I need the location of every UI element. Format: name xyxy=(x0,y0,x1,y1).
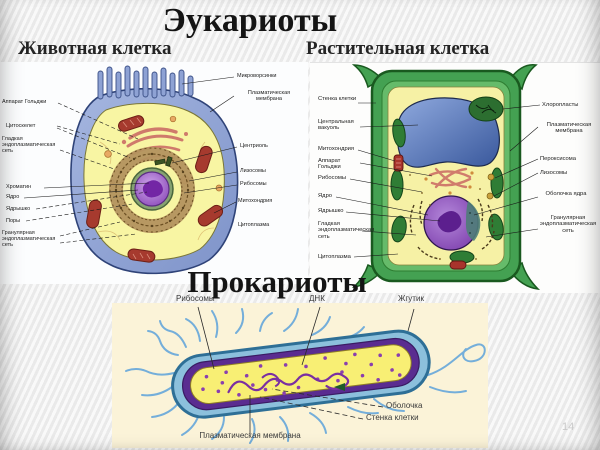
label-central-vacuole: Центральная вакуоль xyxy=(318,119,354,132)
label-golgi-apparatus: Аппарат Гольджи xyxy=(2,99,47,105)
label-mitochondria: Митохондрия xyxy=(238,198,273,204)
label-microvilli: Микроворсинки xyxy=(237,73,277,79)
label-chloroplasts: Хлоропласты xyxy=(542,102,579,108)
label-envelope: Оболочка xyxy=(386,401,423,410)
bacterium-illustration xyxy=(125,306,486,444)
label-nuclear-envelope: Оболочка ядра xyxy=(545,191,587,197)
label-pores: Поры xyxy=(6,218,21,224)
label-nucleus: Ядро xyxy=(318,193,333,199)
label-mitochondria: Митохондрия xyxy=(318,146,355,152)
label-nucleolus: Ядрышко xyxy=(6,206,31,212)
label-rough-er: Гранулярная эндоплазматическая сеть xyxy=(539,215,597,234)
plant-cell-heading: Растительная клетка xyxy=(306,38,490,59)
prokaryotes-title: Прокариоты xyxy=(187,264,367,299)
label-smooth-er: Гладкая эндоплазматическая сеть xyxy=(318,221,375,240)
label-cytoplasm: Цитоплазма xyxy=(238,222,270,228)
page-number: 14 xyxy=(562,421,575,433)
label-ribosomes: Рибосомы xyxy=(240,181,267,187)
label-smooth-er: Гладкая эндоплазматическая сеть xyxy=(2,136,56,155)
label-cytoskeleton: Цитоскелет xyxy=(6,123,36,129)
label-lysosomes: Лизосомы xyxy=(540,170,568,176)
label-plasma-membrane: Плазматическая мембрана xyxy=(546,122,592,135)
label-cytoplasm: Цитоплазма xyxy=(318,254,351,260)
label-plasma-membrane: Плазматическая мембрана xyxy=(199,431,301,440)
label-rough-er: Гранулярная эндоплазматическая сеть xyxy=(2,230,56,249)
label-plasma-membrane: Плазматическая мембрана xyxy=(247,90,291,103)
label-chromatin: Хроматин xyxy=(6,184,32,190)
eukaryotes-title: Эукариоты xyxy=(162,2,338,39)
label-ribosomes: Рибосомы xyxy=(318,175,346,181)
plant-cell-figure: Стенка клетки Центральная вакуоль Митохо… xyxy=(310,62,600,293)
label-centriole: Центриоль xyxy=(240,143,268,149)
label-peroxisome: Пероксисома xyxy=(540,156,576,162)
label-nucleolus: Ядрышко xyxy=(318,208,344,214)
label-cell-wall: Стенка клетки xyxy=(318,96,357,102)
label-cell-wall: Стенка клетки xyxy=(366,413,419,422)
animal-cell-figure: Аппарат Гольджи Цитоскелет Гладкая эндоп… xyxy=(0,62,308,284)
label-golgi-apparatus: Аппарат Гольджи xyxy=(318,158,341,171)
label-nucleus: Ядро xyxy=(6,194,20,200)
label-lysosomes: Лизосомы xyxy=(240,168,266,174)
animal-cell-heading: Животная клетка xyxy=(18,38,172,59)
prokaryote-figure: Рибосомы ДНК Жгутик Оболочка Стенка клет… xyxy=(112,294,488,448)
